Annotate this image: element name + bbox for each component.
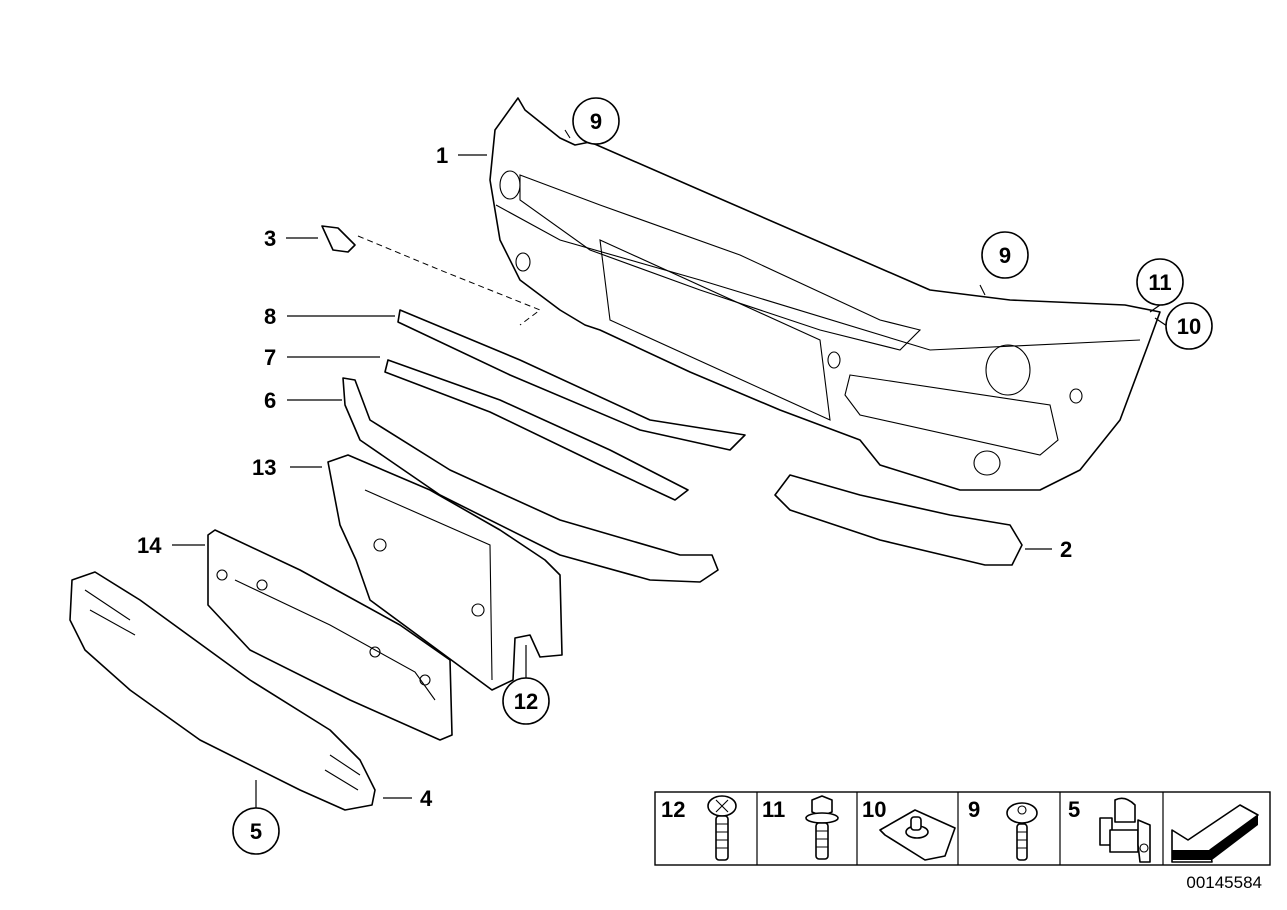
callout-9-right: 9 <box>981 231 1029 279</box>
svg-text:11: 11 <box>762 797 785 822</box>
svg-text:9: 9 <box>968 797 980 822</box>
callout-5: 5 <box>232 807 280 855</box>
trim-7-part[interactable] <box>384 359 689 501</box>
plate-holder-part[interactable] <box>327 454 563 691</box>
legend-item-11[interactable]: 11 <box>762 795 839 860</box>
callout-10: 10 <box>1165 302 1213 350</box>
svg-text:9: 9 <box>999 243 1011 268</box>
bumper-panel-part[interactable] <box>489 97 1161 491</box>
clip-nut-icon <box>879 809 956 861</box>
svg-text:10: 10 <box>862 797 886 822</box>
callout-13: 13 <box>252 455 276 480</box>
torx-screw-icon <box>1006 802 1038 861</box>
svg-text:11: 11 <box>1148 270 1171 295</box>
trim-6-part[interactable] <box>342 377 719 583</box>
callout-8: 8 <box>264 304 276 329</box>
screw-cross-icon <box>707 795 737 861</box>
clip-icon <box>1099 797 1151 863</box>
callout-3: 3 <box>264 226 276 251</box>
leader-lines <box>172 154 1168 808</box>
hex-bolt-icon <box>805 795 839 860</box>
callout-14: 14 <box>137 533 162 558</box>
carrier-part[interactable] <box>207 529 453 741</box>
svg-text:12: 12 <box>661 797 685 822</box>
svg-text:5: 5 <box>250 819 262 844</box>
legend-item-9[interactable]: 9 <box>968 797 1038 861</box>
callout-9-top: 9 <box>572 97 620 145</box>
arrow-icon <box>1171 804 1259 863</box>
callout-2: 2 <box>1060 537 1072 562</box>
svg-text:9: 9 <box>590 109 602 134</box>
svg-text:10: 10 <box>1177 314 1201 339</box>
trim-8-part[interactable] <box>397 309 746 451</box>
legend-item-5[interactable]: 5 <box>1068 797 1151 863</box>
callout-6: 6 <box>264 388 276 413</box>
callout-7: 7 <box>264 345 276 370</box>
svg-text:5: 5 <box>1068 797 1080 822</box>
callout-11: 11 <box>1136 258 1184 306</box>
legend-item-12[interactable]: 12 <box>661 795 737 861</box>
cap-part[interactable] <box>321 225 356 253</box>
bumper-strip-part[interactable] <box>774 474 1023 566</box>
lower-grille-part[interactable] <box>69 571 376 811</box>
reference-number: 00145584 <box>1186 873 1262 892</box>
callout-4: 4 <box>420 786 433 811</box>
legend-item-10[interactable]: 10 <box>862 797 956 861</box>
svg-text:12: 12 <box>514 689 538 714</box>
callout-1: 1 <box>436 143 448 168</box>
callout-12: 12 <box>502 677 550 725</box>
fastener-legend: 12 11 10 9 5 <box>654 791 1271 866</box>
